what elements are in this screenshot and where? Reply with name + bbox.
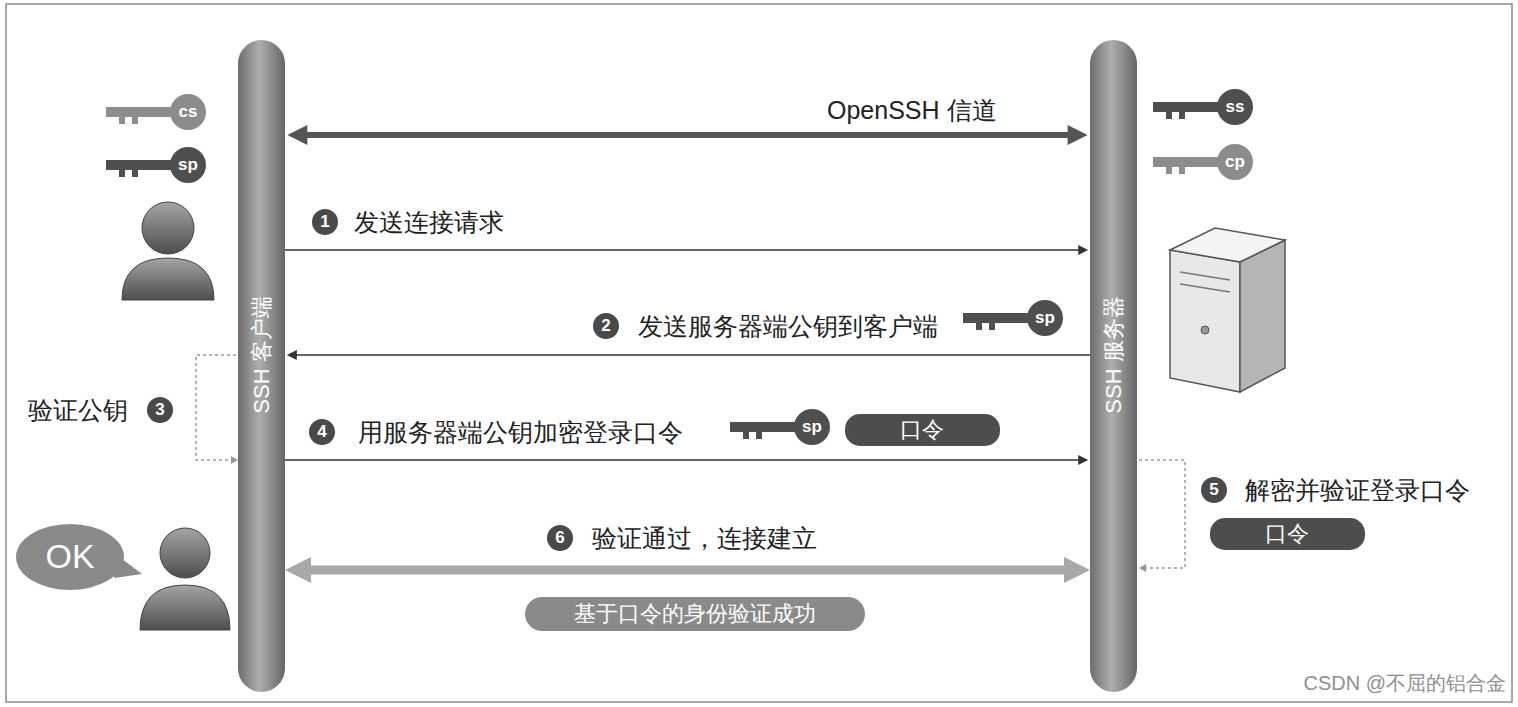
user-icon xyxy=(140,528,230,630)
server-slot xyxy=(1180,272,1230,292)
message-arrow xyxy=(285,459,1082,461)
channel-arrow xyxy=(299,132,1075,138)
key-icon xyxy=(1153,89,1253,125)
loop-bracket xyxy=(1139,460,1185,568)
password-pill: 口令 xyxy=(845,414,1000,446)
key-name: sp xyxy=(802,417,822,437)
callout-number: 6 xyxy=(547,525,573,551)
result-banner: 基于口令的身份验证成功 xyxy=(525,597,865,631)
server-icon xyxy=(1170,228,1285,392)
key-icon xyxy=(963,300,1063,336)
server-front xyxy=(1170,250,1240,392)
user-body xyxy=(140,585,230,630)
message-label: 发送连接请求 xyxy=(352,207,506,237)
loop-bracket xyxy=(196,355,1185,572)
key-name: cs xyxy=(179,102,198,122)
key-name: ss xyxy=(1226,97,1245,117)
message-arrow xyxy=(285,249,1082,251)
message-label: 发送服务器端公钥到客户端 xyxy=(636,311,940,341)
message-label: 用服务器端公钥加密登录口令 xyxy=(356,417,685,447)
key-icon xyxy=(106,147,206,183)
key-name: sp xyxy=(178,155,198,175)
message-arrow xyxy=(293,354,1090,356)
client-lifeline: SSH 客户端 xyxy=(238,40,285,692)
callout-number: 2 xyxy=(593,313,619,339)
callout-number: 4 xyxy=(309,419,335,445)
key-name: sp xyxy=(1035,308,1055,328)
lifeline-title: SSH 服务器 xyxy=(1103,296,1125,413)
key-icon xyxy=(730,409,830,445)
node-text: 口令 xyxy=(900,417,944,443)
loop-arrowhead xyxy=(231,456,238,464)
callout-number: 3 xyxy=(147,397,173,423)
node-text: 口令 xyxy=(1265,521,1309,547)
step-note: 解密并验证登录口令 xyxy=(1245,475,1470,505)
user-head xyxy=(142,202,194,254)
frame xyxy=(6,4,1512,702)
server-button xyxy=(1201,326,1209,334)
key-icon xyxy=(106,94,206,130)
server-top xyxy=(1170,228,1285,262)
message-label: 验证通过，连接建立 xyxy=(590,523,819,553)
loop-arrowhead xyxy=(1139,564,1146,572)
server-side xyxy=(1240,240,1285,392)
password-pill: 口令 xyxy=(1210,518,1365,550)
node-text: OK xyxy=(45,538,94,575)
callout-number: 5 xyxy=(1201,477,1227,503)
user-body xyxy=(122,258,214,300)
key-name: cp xyxy=(1225,152,1245,172)
node-text: 基于口令的身份验证成功 xyxy=(574,601,816,627)
established-arrow xyxy=(301,566,1075,575)
server-lifeline: SSH 服务器 xyxy=(1090,40,1137,692)
message-label: OpenSSH 信道 xyxy=(825,95,999,125)
step-note: 验证公钥 xyxy=(28,395,128,425)
user-icon xyxy=(122,202,214,300)
loop-bracket xyxy=(196,355,236,460)
speech-bubble: OK xyxy=(16,524,124,590)
callout-number: 1 xyxy=(312,209,338,235)
key-icon xyxy=(1153,144,1253,180)
user-head xyxy=(160,528,210,578)
lifeline-title: SSH 客户端 xyxy=(251,296,273,413)
watermark: CSDN @不屈的铝合金 xyxy=(1303,671,1506,695)
